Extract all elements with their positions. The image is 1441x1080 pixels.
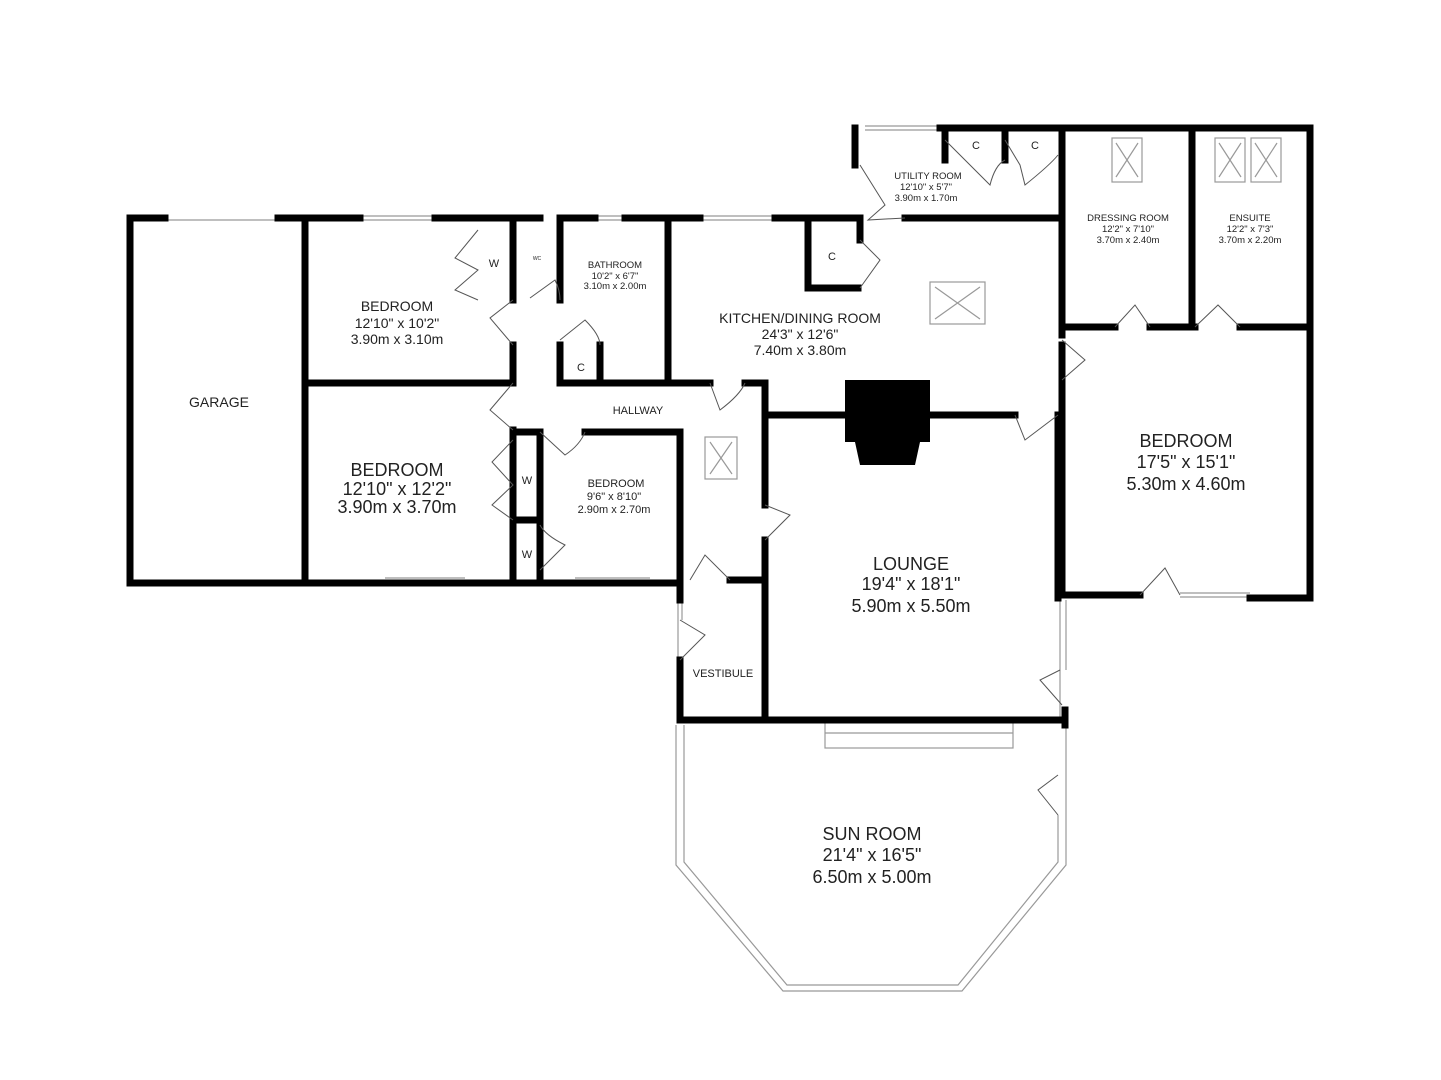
room-bedroom-4: BEDROOM 17'5" x 15'1" 5.30m x 4.60m <box>1126 431 1245 494</box>
room-imperial: 9'6" x 8'10" <box>587 491 641 503</box>
room-metric: 3.90m x 3.70m <box>337 497 456 517</box>
room-imperial: 17'5" x 15'1" <box>1137 452 1236 472</box>
room-imperial: 24'3" x 12'6" <box>762 326 839 342</box>
room-metric: 6.50m x 5.00m <box>812 867 931 887</box>
room-metric: 7.40m x 3.80m <box>754 342 847 358</box>
room-imperial: 12'2" x 7'10" <box>1102 224 1154 235</box>
wardrobe-label: W <box>522 549 533 561</box>
room-name: ENSUITE <box>1229 213 1270 224</box>
room-name: UTILITY ROOM <box>894 171 961 182</box>
room-name: BEDROOM <box>1139 431 1232 451</box>
room-name: BATHROOM <box>588 260 642 271</box>
room-name: KITCHEN/DINING ROOM <box>719 310 881 326</box>
room-name: DRESSING ROOM <box>1087 213 1169 224</box>
fireplace <box>845 380 930 442</box>
room-metric: 2.90m x 2.70m <box>578 504 651 516</box>
room-metric: 3.70m x 2.40m <box>1097 235 1160 246</box>
room-imperial: 10'2" x 6'7" <box>592 271 639 282</box>
wc-label: WC <box>533 256 542 262</box>
room-metric: 3.90m x 3.10m <box>351 331 444 347</box>
cupboard-label: C <box>828 251 836 263</box>
room-lounge: LOUNGE 19'4" x 18'1" 5.90m x 5.50m <box>851 554 970 616</box>
room-name: SUN ROOM <box>823 824 922 844</box>
room-imperial: 12'10" x 5'7" <box>900 182 952 193</box>
room-imperial: 19'4" x 18'1" <box>862 574 961 594</box>
room-imperial: 12'10" x 12'2" <box>343 479 452 499</box>
doors <box>454 139 1241 816</box>
vestibule-label: VESTIBULE <box>693 668 754 680</box>
hearth <box>855 442 920 465</box>
room-bathroom: BATHROOM 10'2" x 6'7" 3.10m x 2.00m <box>584 260 647 292</box>
room-bedroom-1: BEDROOM 12'10" x 10'2" 3.90m x 3.10m <box>351 298 444 347</box>
wardrobe-label: W <box>522 475 533 487</box>
skylights <box>704 137 1282 480</box>
room-metric: 3.10m x 2.00m <box>584 281 647 292</box>
room-dressing: DRESSING ROOM 12'2" x 7'10" 3.70m x 2.40… <box>1087 213 1169 246</box>
room-metric: 3.90m x 1.70m <box>895 193 958 204</box>
cupboard-label: C <box>1031 140 1039 152</box>
wardrobe-label: W <box>489 258 500 270</box>
room-metric: 5.90m x 5.50m <box>851 596 970 616</box>
room-name: BEDROOM <box>588 478 645 490</box>
room-metric: 5.30m x 4.60m <box>1126 474 1245 494</box>
room-bedroom-3: BEDROOM 9'6" x 8'10" 2.90m x 2.70m <box>578 478 651 516</box>
room-bedroom-2: BEDROOM 12'10" x 12'2" 3.90m x 3.70m <box>337 460 456 517</box>
room-sunroom: SUN ROOM 21'4" x 16'5" 6.50m x 5.00m <box>812 824 931 887</box>
hallway-label: HALLWAY <box>613 405 664 417</box>
cupboard-label: C <box>972 140 980 152</box>
room-ensuite: ENSUITE 12'2" x 7'3" 3.70m x 2.20m <box>1219 213 1282 246</box>
room-kitchen: KITCHEN/DINING ROOM 24'3" x 12'6" 7.40m … <box>719 310 881 358</box>
garage-label: GARAGE <box>189 394 249 410</box>
cupboard-label: C <box>577 362 585 374</box>
walls <box>126 124 1314 729</box>
room-imperial: 12'10" x 10'2" <box>355 315 440 331</box>
room-name: BEDROOM <box>350 460 443 480</box>
room-name: LOUNGE <box>873 554 949 574</box>
room-metric: 3.70m x 2.20m <box>1219 235 1282 246</box>
room-name: BEDROOM <box>361 298 433 314</box>
room-utility: UTILITY ROOM 12'10" x 5'7" 3.90m x 1.70m <box>894 171 961 204</box>
windows <box>165 125 1313 992</box>
room-imperial: 21'4" x 16'5" <box>823 845 922 865</box>
room-imperial: 12'2" x 7'3" <box>1227 224 1274 235</box>
